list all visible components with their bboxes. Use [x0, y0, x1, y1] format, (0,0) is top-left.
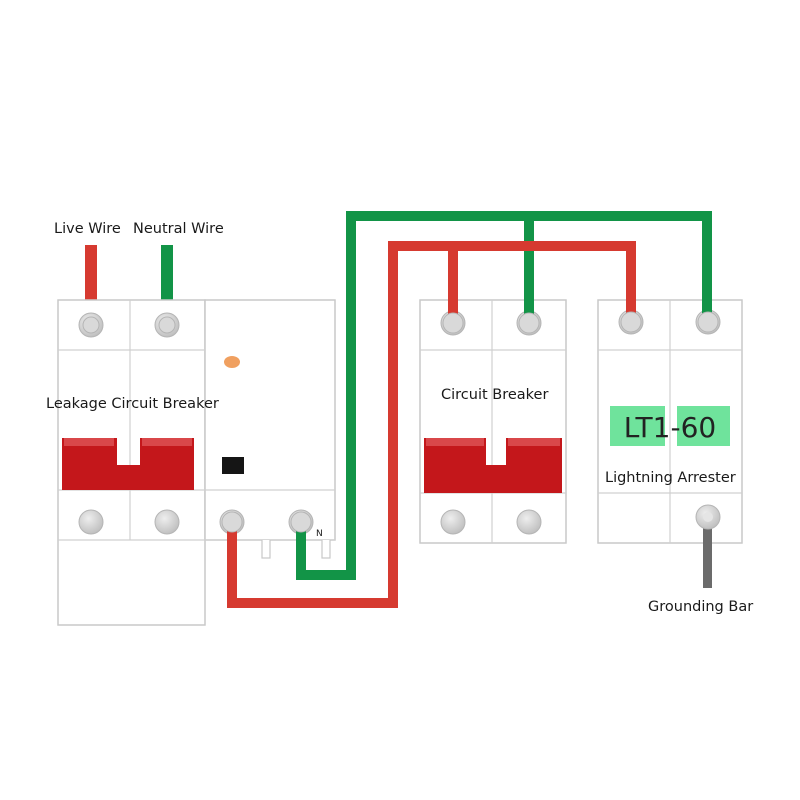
ground-wire [703, 520, 712, 588]
terminal-icon [290, 511, 312, 533]
neutral-wire-label: Neutral Wire [133, 221, 224, 237]
circuit-breaker-label: Circuit Breaker [441, 387, 548, 403]
live-wire-label: Live Wire [54, 221, 121, 237]
model-badge-left [610, 406, 665, 446]
grounding-bar-label: Grounding Bar [648, 599, 753, 615]
terminal-icon [154, 509, 180, 535]
lightning-arrester: LT1-60 [597, 299, 743, 544]
test-indicator-dot [224, 356, 240, 368]
terminal-icon [82, 316, 100, 334]
circuit-breaker-body [419, 299, 567, 544]
neutral-output-wire [296, 211, 712, 580]
terminal-icon [442, 312, 464, 334]
leakage-breaker-handles [62, 438, 194, 490]
terminal-icon [516, 509, 542, 535]
terminal-icon [697, 311, 719, 333]
leakage-circuit-breaker [57, 299, 336, 626]
lightning-arrester-label: Lightning Arrester [605, 470, 736, 486]
circuit-breaker [419, 299, 567, 544]
terminal-icon [440, 509, 466, 535]
wired-terminals [82, 311, 719, 533]
terminal-icon [221, 511, 243, 533]
terminal-icon [703, 512, 713, 522]
arrester-model-label: LT1-60 [624, 411, 716, 444]
leakage-breaker-label: Leakage Circuit Breaker [46, 396, 219, 412]
terminal-icon [158, 316, 176, 334]
rcd-module-body [204, 299, 336, 541]
ground-connection [695, 504, 721, 588]
terminal-icon [78, 509, 104, 535]
test-button [222, 457, 244, 474]
output-wires [227, 211, 712, 608]
terminal-icon [620, 311, 642, 333]
circuit-breaker-handles [424, 438, 562, 493]
model-badge-right [677, 406, 730, 446]
terminal-icon [518, 312, 540, 334]
live-output-wire [227, 241, 636, 608]
neutral-terminal-label: N [316, 529, 323, 539]
